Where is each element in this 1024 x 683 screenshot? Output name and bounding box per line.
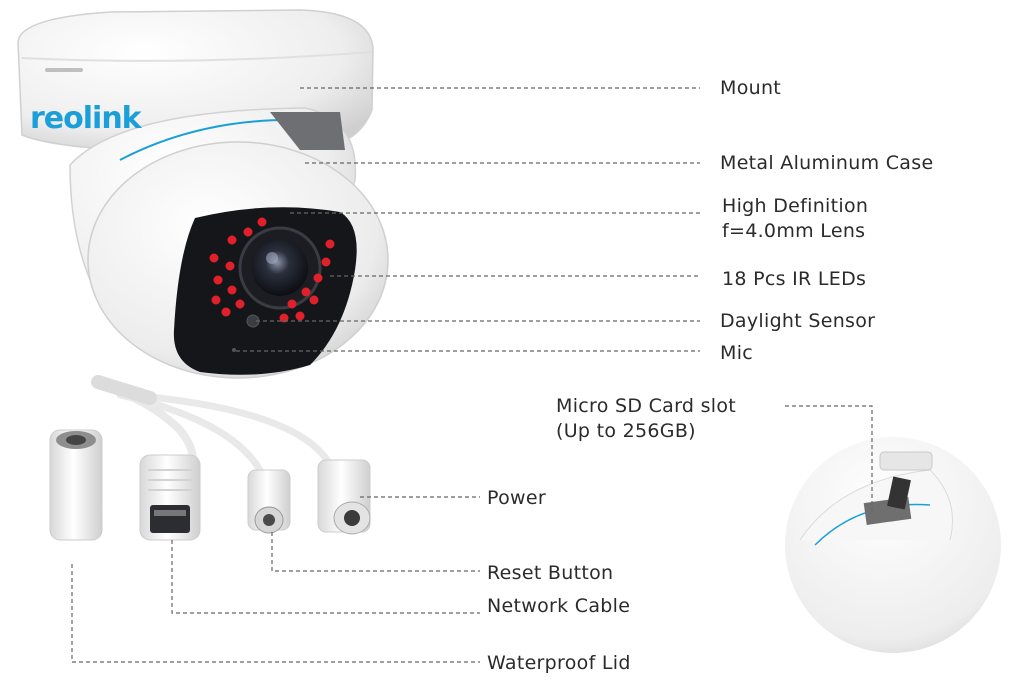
ir-led [211, 295, 221, 305]
ir-led [213, 275, 223, 285]
label-ir-leds: 18 Pcs IR LEDs [722, 268, 867, 290]
leader-lines [71, 87, 873, 663]
label-lens-line1: High Definition [722, 195, 869, 217]
power-connector-part [317, 459, 371, 535]
label-mount: Mount [720, 77, 782, 99]
ir-led-array [209, 217, 335, 323]
ir-led [313, 273, 323, 283]
ir-led [225, 261, 235, 271]
sd-slot-closeup [785, 437, 1001, 653]
ir-led [257, 217, 267, 227]
reset-connector-part [247, 469, 291, 534]
label-lens-line2: f=4.0mm Lens [722, 220, 866, 242]
cable-accessories [49, 375, 371, 541]
ir-led [325, 239, 335, 249]
ir-led [227, 235, 237, 245]
mic-hole [232, 348, 236, 352]
label-network-cable: Network Cable [487, 595, 631, 617]
label-reset-button: Reset Button [487, 562, 614, 584]
label-power: Power [487, 487, 546, 509]
leader-sd [785, 405, 873, 512]
label-aluminum-case: Metal Aluminum Case [720, 152, 934, 174]
leader-reset [271, 532, 480, 572]
brand-logo: reolink [30, 101, 143, 136]
ir-led [301, 287, 311, 297]
label-sd-line2: (Up to 256GB) [556, 420, 696, 442]
ir-led [309, 295, 319, 305]
ir-led [227, 285, 237, 295]
label-mic: Mic [720, 342, 754, 364]
dome-camera: reolink [17, 9, 389, 379]
waterproof-lid-part [49, 429, 103, 541]
ir-led [287, 299, 297, 309]
ir-led [321, 257, 331, 267]
ir-led [295, 311, 305, 321]
ir-led [235, 299, 245, 309]
leader-waterproof [71, 564, 480, 663]
ir-led [221, 307, 231, 317]
ir-led [209, 253, 219, 263]
label-daylight-sensor: Daylight Sensor [720, 310, 876, 332]
label-sd-line1: Micro SD Card slot [556, 395, 737, 417]
ir-led [279, 313, 289, 323]
network-connector-part [139, 454, 201, 541]
leader-network [171, 540, 480, 614]
ir-led [243, 227, 253, 237]
label-waterproof-lid: Waterproof Lid [487, 652, 631, 674]
